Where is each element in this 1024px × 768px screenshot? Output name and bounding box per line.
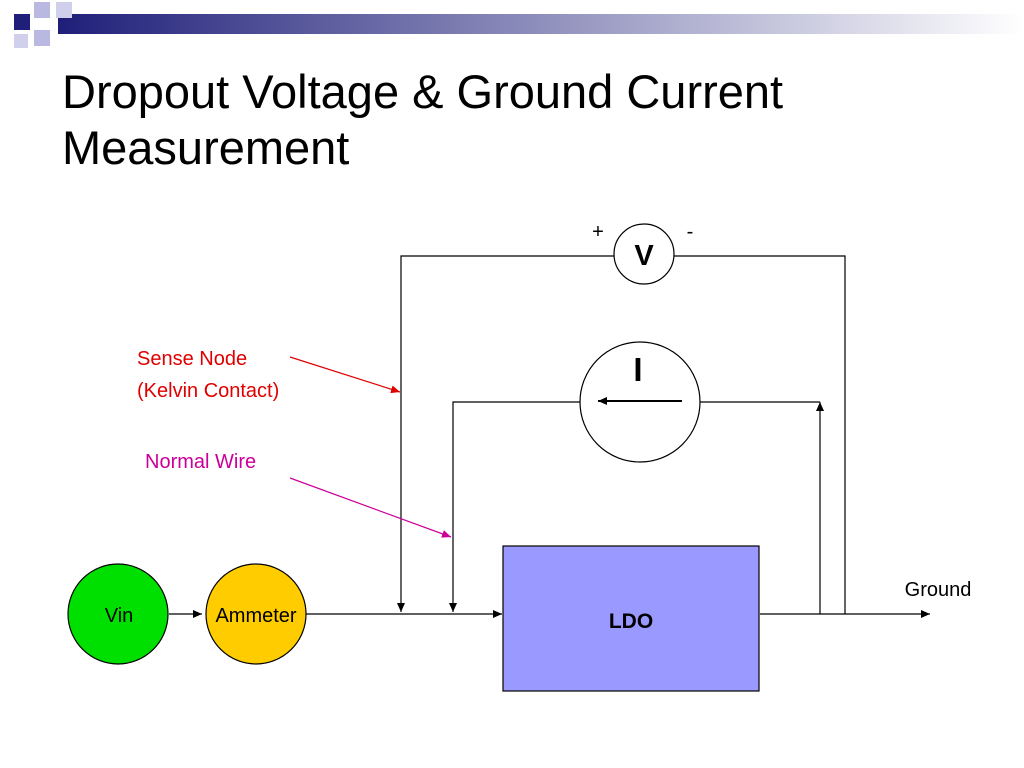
header-square-light <box>56 2 72 18</box>
ground-label: Ground <box>905 579 972 601</box>
sense-node-pointer <box>289 356 401 394</box>
normal-wire-label: Normal Wire <box>145 451 256 473</box>
kelvin-contact-label: (Kelvin Contact) <box>137 380 279 402</box>
voltmeter-label: V <box>634 240 654 272</box>
vin-label: Vin <box>105 605 134 627</box>
header-decoration <box>14 2 1024 48</box>
ammeter-label: Ammeter <box>215 605 296 627</box>
voltmeter-minus: - <box>687 221 694 243</box>
vin-source: Vin <box>67 563 169 665</box>
page-title-line2: Measurement <box>62 121 350 174</box>
header-square-light <box>34 30 50 46</box>
header-square-light <box>34 2 50 18</box>
ldo-label: LDO <box>609 610 653 633</box>
header-square-light <box>14 34 28 48</box>
voltmeter-circle <box>613 223 675 285</box>
vin-circle <box>67 563 169 665</box>
ammeter: Ammeter <box>205 563 307 665</box>
voltmeter: V + - <box>592 221 694 285</box>
header-square-dark <box>14 14 30 30</box>
normal-wire-pointer <box>289 477 452 538</box>
ldo-block: LDO <box>502 545 760 692</box>
voltmeter-sense-wire-right <box>674 255 846 614</box>
page-title: Dropout Voltage & Ground Current Measure… <box>62 64 783 176</box>
voltmeter-plus: + <box>592 221 604 243</box>
current-meter-label: I <box>633 351 642 388</box>
sense-node-label: Sense Node <box>137 348 247 370</box>
ldo-rect <box>502 545 760 692</box>
header-gradient-bar <box>58 14 1024 34</box>
current-meter: I <box>579 341 701 463</box>
voltmeter-sense-wire-left <box>397 255 614 612</box>
page-title-line1: Dropout Voltage & Ground Current <box>62 65 784 118</box>
ammeter-circle <box>205 563 307 665</box>
current-meter-wire-left <box>449 401 580 612</box>
